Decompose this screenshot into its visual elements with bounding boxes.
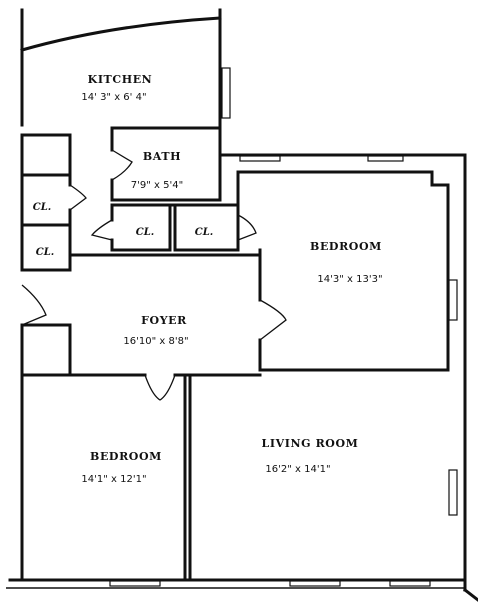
closet-label-3: CL. [136, 227, 154, 238]
room-bath-dims: 7'9" x 5'4" [131, 180, 183, 191]
walls [6, 8, 478, 602]
room-bedroom-2-dims: 14'1" x 12'1" [81, 474, 146, 485]
closet-label-1: CL. [33, 202, 51, 213]
room-foyer: FOYER 16'10" x 8'8" [123, 314, 188, 347]
room-bath-name: BATH [143, 150, 181, 163]
room-living-room: LIVING ROOM 16'2" x 14'1" [262, 437, 359, 475]
room-bedroom-2-name: BEDROOM [90, 450, 162, 463]
room-living-room-name: LIVING ROOM [262, 437, 359, 450]
room-kitchen-name: KITCHEN [88, 73, 153, 86]
room-living-room-dims: 16'2" x 14'1" [265, 464, 330, 475]
room-bath: BATH 7'9" x 5'4" [131, 150, 183, 191]
room-bedroom-1-name: BEDROOM [310, 240, 382, 253]
room-foyer-dims: 16'10" x 8'8" [123, 336, 188, 347]
room-bedroom-2: BEDROOM 14'1" x 12'1" [81, 450, 162, 485]
closet-label-2: CL. [36, 247, 54, 258]
room-kitchen-dims: 14' 3" x 6' 4" [81, 92, 146, 103]
room-foyer-name: FOYER [141, 314, 187, 327]
closet-label-4: CL. [195, 227, 213, 238]
room-bedroom-1-dims: 14'3" x 13'3" [317, 274, 382, 285]
closet-labels: CL. CL. CL. CL. [33, 202, 213, 258]
room-bedroom-1: BEDROOM 14'3" x 13'3" [310, 240, 383, 285]
windows [109, 67, 458, 587]
doors [21, 149, 287, 401]
room-kitchen: KITCHEN 14' 3" x 6' 4" [81, 73, 153, 103]
